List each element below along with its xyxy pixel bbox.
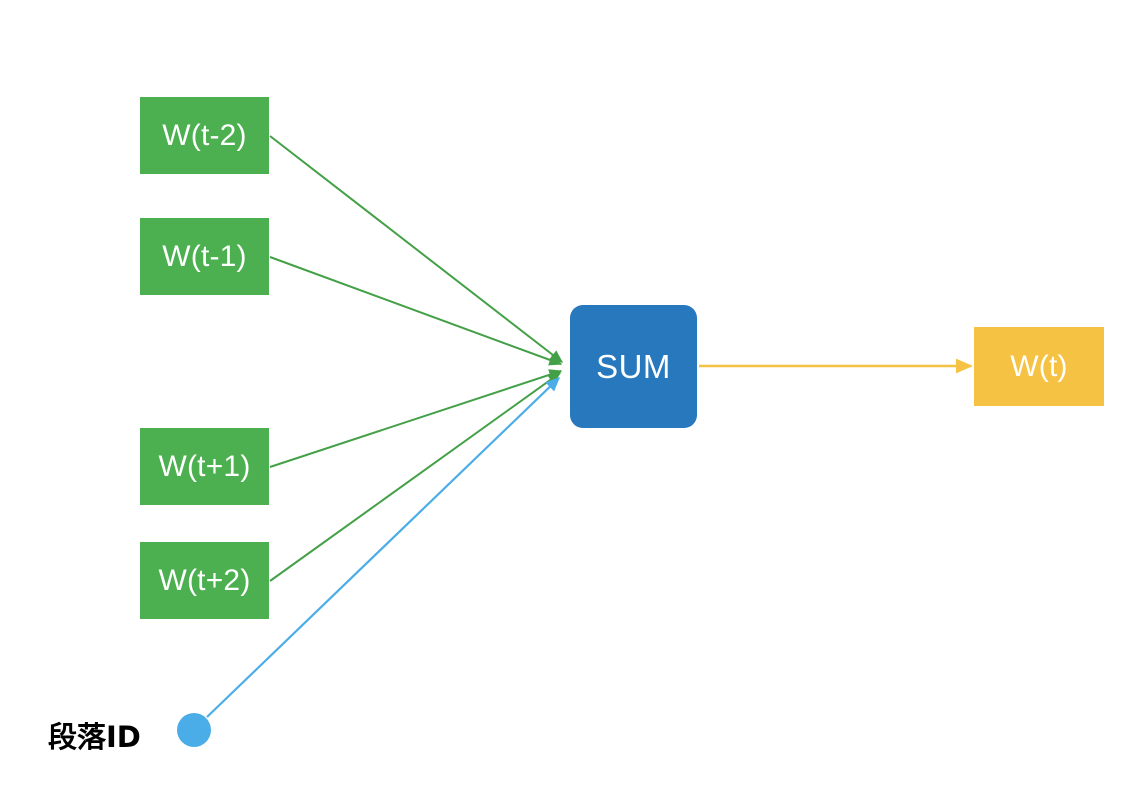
context-node-wt-minus-1[interactable]: W(t-1) — [140, 218, 269, 295]
paragraph-id-node[interactable] — [177, 713, 211, 747]
edge-wt-plus-2-to-sum — [269, 372, 562, 582]
context-node-label: W(t-1) — [162, 239, 247, 273]
edge-wt-plus-1-to-sum — [269, 369, 563, 468]
edge-wt-minus-2-to-sum — [269, 135, 564, 363]
sum-node-label: SUM — [596, 347, 671, 385]
output-node-wt[interactable]: W(t) — [974, 327, 1104, 406]
paragraph-id-label: 段落ID — [48, 720, 141, 754]
context-node-label: W(t+1) — [158, 449, 251, 483]
context-node-wt-plus-2[interactable]: W(t+2) — [140, 542, 269, 619]
sum-node[interactable]: SUM — [570, 305, 697, 428]
context-node-label: W(t+2) — [158, 563, 251, 597]
output-node-label: W(t) — [1010, 349, 1068, 383]
context-node-label: W(t-2) — [162, 118, 247, 152]
context-node-wt-plus-1[interactable]: W(t+1) — [140, 428, 269, 505]
edge-wt-minus-1-to-sum — [269, 256, 563, 366]
context-node-wt-minus-2[interactable]: W(t-2) — [140, 97, 269, 174]
